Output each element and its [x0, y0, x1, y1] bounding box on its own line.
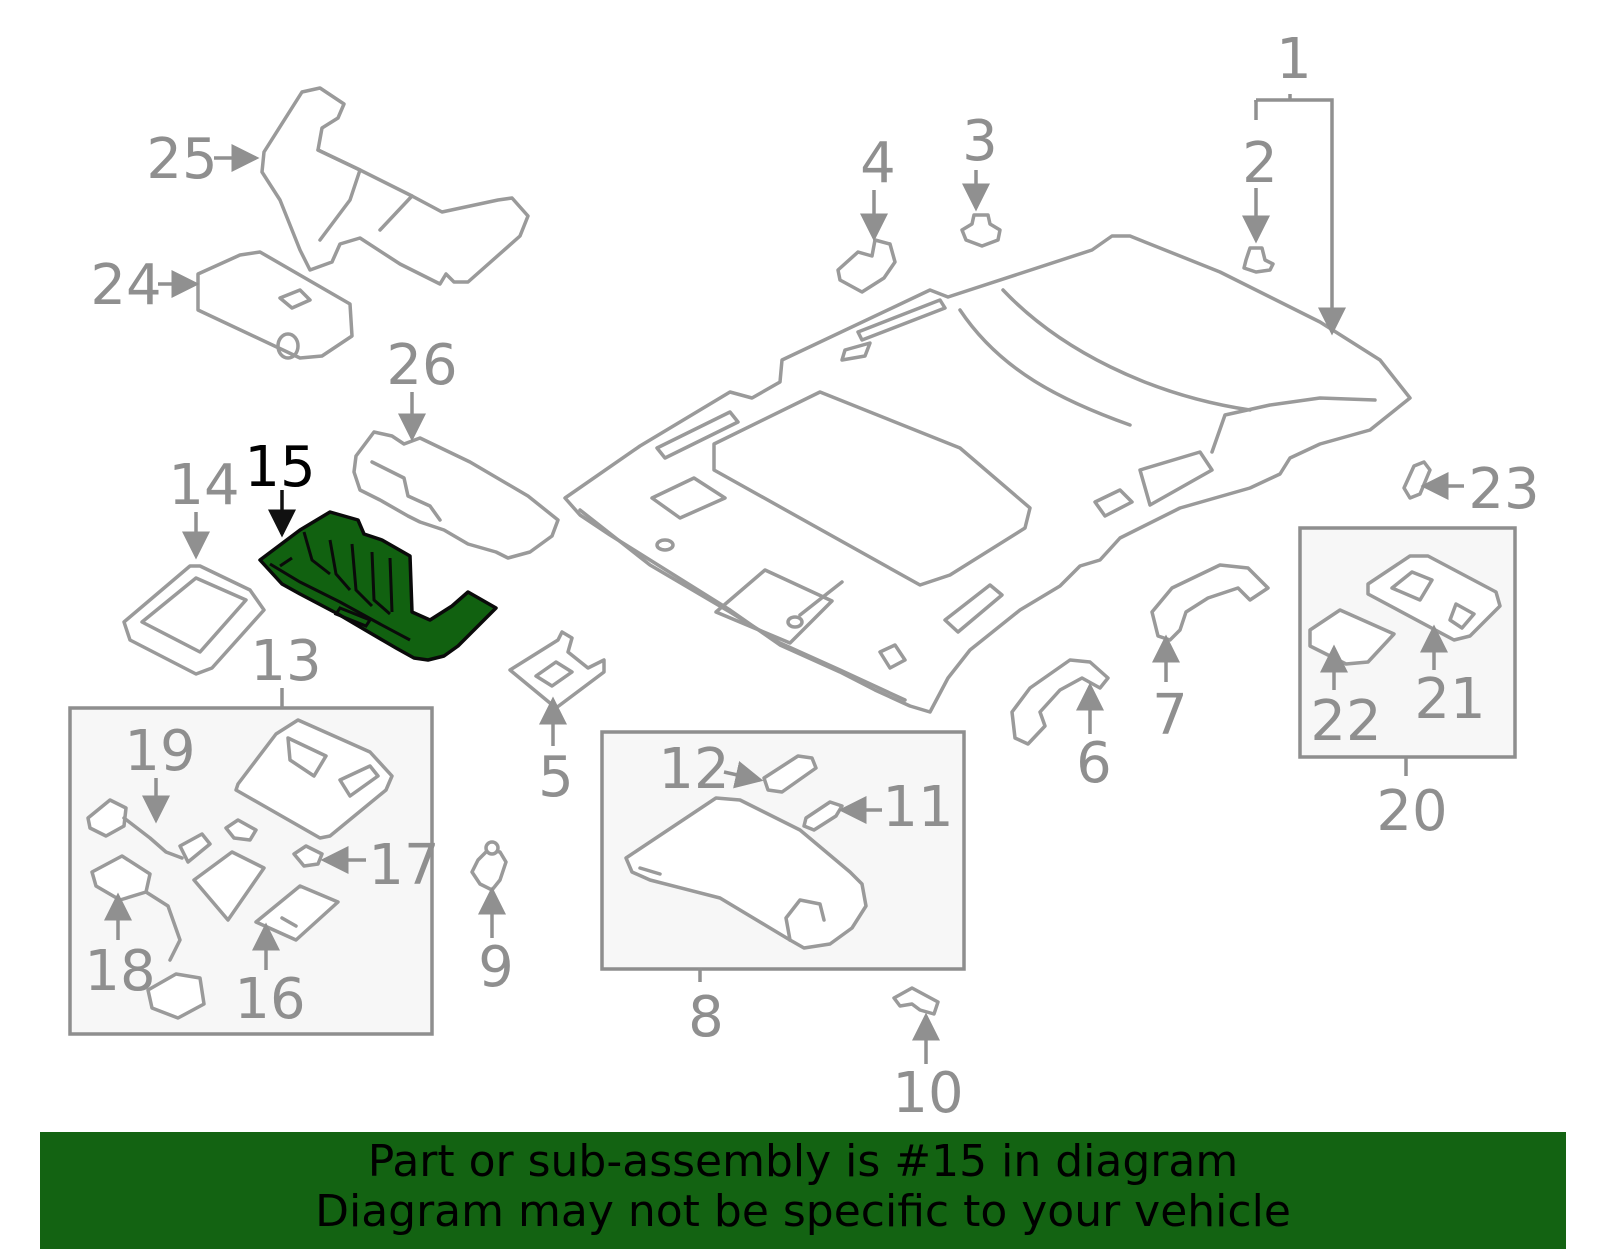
headliner-part-1[interactable] — [563, 234, 1412, 714]
connector-harness-part-18[interactable] — [90, 854, 206, 1020]
grab-handle-part-6[interactable] — [1010, 658, 1110, 746]
callout-12: 12 — [658, 737, 729, 802]
bracket-part-5[interactable] — [508, 630, 606, 710]
callout-7: 7 — [1152, 683, 1188, 748]
callout-21: 21 — [1414, 667, 1485, 732]
callout-25: 25 — [146, 127, 217, 192]
bracket-part-24[interactable] — [196, 250, 354, 360]
callout-labels: 1 2 3 4 5 6 7 8 9 10 11 12 13 14 15 16 1… — [84, 27, 1539, 1126]
callout-19: 19 — [124, 719, 195, 784]
callout-5: 5 — [538, 745, 574, 810]
callout-9: 9 — [478, 935, 514, 1000]
map-lamp-part-13[interactable] — [234, 718, 394, 840]
rail-part-26[interactable] — [352, 430, 560, 560]
callout-18: 18 — [84, 939, 155, 1004]
lamp-assembly-part-21[interactable] — [1366, 554, 1502, 642]
callout-17: 17 — [368, 833, 439, 898]
clip-part-2[interactable] — [1242, 246, 1275, 274]
clip-part-3[interactable] — [960, 213, 1002, 248]
callout-16: 16 — [234, 967, 305, 1032]
callout-4: 4 — [860, 131, 896, 196]
mirror-cover-part-12[interactable] — [762, 754, 818, 794]
callout-23: 23 — [1468, 457, 1539, 522]
connector-harness-part-19[interactable] — [86, 798, 212, 864]
bulb-part-17[interactable] — [224, 818, 324, 868]
callout-26: 26 — [386, 333, 457, 398]
callout-13: 13 — [250, 629, 321, 694]
callout-8: 8 — [688, 985, 724, 1050]
callout-6: 6 — [1076, 731, 1112, 796]
lamp-lens-part-14[interactable] — [122, 564, 266, 676]
banner-line-2: Diagram may not be specific to your vehi… — [315, 1186, 1291, 1237]
grab-handle-part-7[interactable] — [1150, 563, 1270, 642]
clip-part-23[interactable] — [1402, 460, 1432, 500]
visor-clip-part-11[interactable] — [802, 800, 844, 832]
clip-part-10[interactable] — [892, 986, 940, 1016]
callout-1: 1 — [1276, 27, 1312, 92]
highlighted-part-15[interactable] — [258, 510, 498, 662]
banner-line-1: Part or sub-assembly is #15 in diagram — [367, 1136, 1239, 1187]
leader-lines — [104, 94, 1464, 1064]
pin-part-9[interactable] — [470, 840, 508, 892]
callout-14: 14 — [168, 453, 239, 518]
callout-2: 2 — [1242, 131, 1278, 196]
callout-3: 3 — [962, 109, 998, 174]
callout-24: 24 — [90, 253, 161, 318]
callout-20: 20 — [1376, 779, 1447, 844]
callout-11: 11 — [882, 775, 953, 840]
callout-10: 10 — [892, 1061, 963, 1126]
bracket-part-25[interactable] — [260, 86, 530, 286]
info-banner: Part or sub-assembly is #15 in diagram D… — [40, 1132, 1566, 1249]
sun-visor-part-8[interactable] — [624, 796, 868, 950]
bracket-part-4[interactable] — [836, 238, 897, 294]
callout-15: 15 — [244, 435, 315, 500]
lamp-lens-part-16b[interactable] — [192, 850, 266, 922]
callout-22: 22 — [1310, 689, 1381, 754]
